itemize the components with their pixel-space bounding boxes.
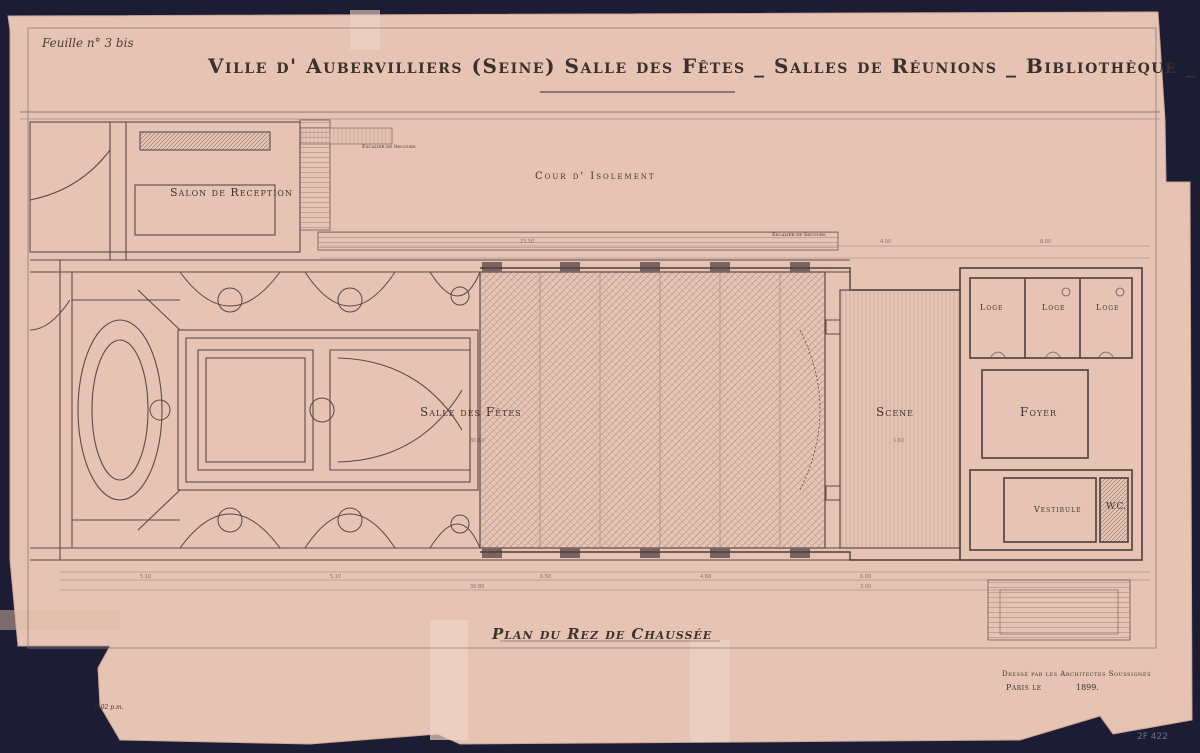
signature-place: Paris le xyxy=(1006,683,1042,692)
room-label-vestibule: Vestibule xyxy=(1034,505,1082,514)
svg-text:6.00: 6.00 xyxy=(860,574,871,580)
signature-architects: Dressé par les Architectes Soussignés xyxy=(1002,670,1152,678)
svg-text:4.60: 4.60 xyxy=(700,574,711,580)
room-label-loge: Loge xyxy=(1042,303,1066,312)
svg-text:5.10: 5.10 xyxy=(140,574,151,580)
plan-subtitle: Plan du Rez de Chaussée xyxy=(492,625,713,643)
room-label-scene: Scene xyxy=(876,405,915,419)
svg-text:3.00: 3.00 xyxy=(860,584,871,590)
room-label-cour: Cour d' Isolement xyxy=(535,171,656,182)
svg-text:23.50: 23.50 xyxy=(520,239,534,245)
plan-title: Ville d' Aubervilliers (Seine) Salle des… xyxy=(208,54,1198,78)
svg-text:8.00: 8.00 xyxy=(1040,239,1051,245)
sheet-number: Feuille n° 3 bis xyxy=(42,36,134,50)
svg-text:30.80: 30.80 xyxy=(470,584,484,590)
room-label-loge: Loge xyxy=(980,303,1004,312)
scale-note: 0.02 p.m. xyxy=(95,704,124,711)
room-label-wc: W.C. xyxy=(1106,502,1126,512)
stair-label: Escalier de Secours xyxy=(362,144,416,150)
stair-label: Escalier de Secours xyxy=(772,232,826,238)
svg-text:5.10: 5.10 xyxy=(330,574,341,580)
svg-text:30.60: 30.60 xyxy=(470,438,484,444)
svg-text:6.50: 6.50 xyxy=(540,574,551,580)
room-label-salon: Salon de Reception xyxy=(170,186,293,199)
signature-year: 1899. xyxy=(1076,683,1099,692)
room-label-loge: Loge xyxy=(1096,303,1120,312)
room-label-salle-des-fetes: Salle des Fêtes xyxy=(420,405,522,419)
svg-text:4.00: 4.00 xyxy=(880,239,891,245)
catalog-reference: 2F 422 xyxy=(1137,732,1168,742)
room-label-foyer: Foyer xyxy=(1020,405,1058,419)
